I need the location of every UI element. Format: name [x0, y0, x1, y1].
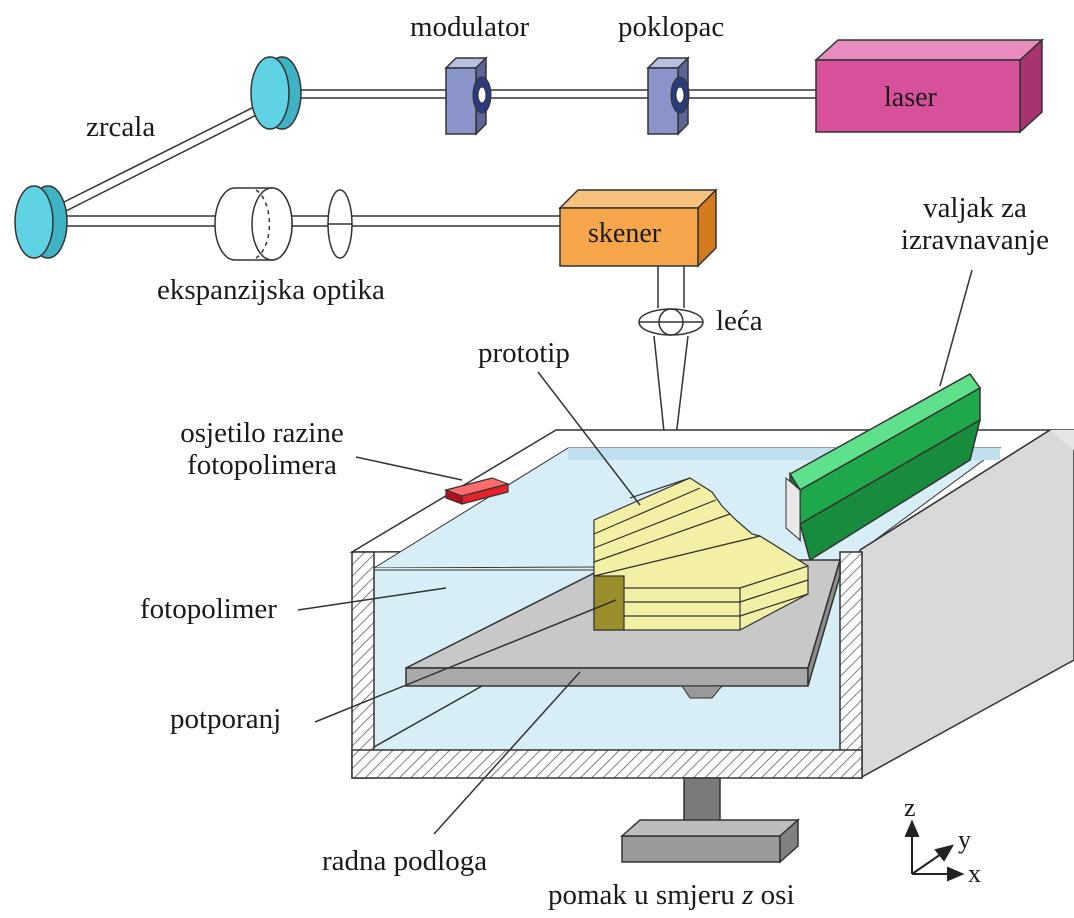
focusing-lens — [638, 308, 704, 336]
label-radna-podloga: radna podloga — [322, 845, 488, 877]
axis-triad — [904, 819, 965, 882]
label-prototip: prototip — [478, 337, 570, 369]
label-pomak-part1: pomak u smjeru — [548, 879, 743, 911]
label-skener: skener — [588, 218, 662, 249]
z-axis-support — [620, 777, 800, 864]
axis-label-x: x — [968, 859, 981, 888]
label-leca: leća — [716, 305, 763, 337]
laser-beam — [57, 89, 816, 471]
label-osjetilo-line1: osjetilo razine — [180, 417, 344, 449]
expansion-optics — [214, 187, 353, 261]
scanner-unit — [558, 188, 718, 268]
mirror-bottom — [14, 185, 68, 259]
label-valjak: valjak za izravnavanje — [880, 192, 1070, 257]
label-laser: laser — [884, 82, 937, 113]
laser-unit — [814, 38, 1044, 134]
leveling-roller — [785, 373, 982, 562]
modulator-unit — [444, 56, 492, 136]
label-pomak-part2: osi — [753, 879, 795, 911]
label-pomak: pomak u smjeru z osi — [548, 879, 795, 912]
label-fotopolimer: fotopolimer — [140, 593, 277, 625]
label-osjetilo: osjetilo razine fotopolimera — [162, 417, 362, 482]
axis-label-z: z — [904, 793, 916, 822]
label-pomak-axis: z — [742, 879, 754, 911]
leader-lines — [297, 269, 973, 835]
shutter-unit — [646, 56, 690, 136]
label-poklopac: poklopac — [618, 11, 725, 43]
label-ekspanzijska-optika: ekspanzijska optika — [157, 274, 385, 306]
label-zrcala: zrcala — [86, 111, 156, 143]
label-valjak-line2: izravnavanje — [900, 223, 1050, 256]
label-modulator: modulator — [410, 11, 530, 43]
label-valjak-line1: valjak za — [923, 192, 1027, 224]
mirror-top — [250, 56, 302, 130]
prototype-part — [593, 477, 809, 631]
label-potporanj: potporanj — [170, 703, 282, 735]
level-sensor — [444, 477, 510, 505]
label-osjetilo-line2: fotopolimera — [187, 448, 337, 481]
axis-label-y: y — [958, 825, 971, 854]
